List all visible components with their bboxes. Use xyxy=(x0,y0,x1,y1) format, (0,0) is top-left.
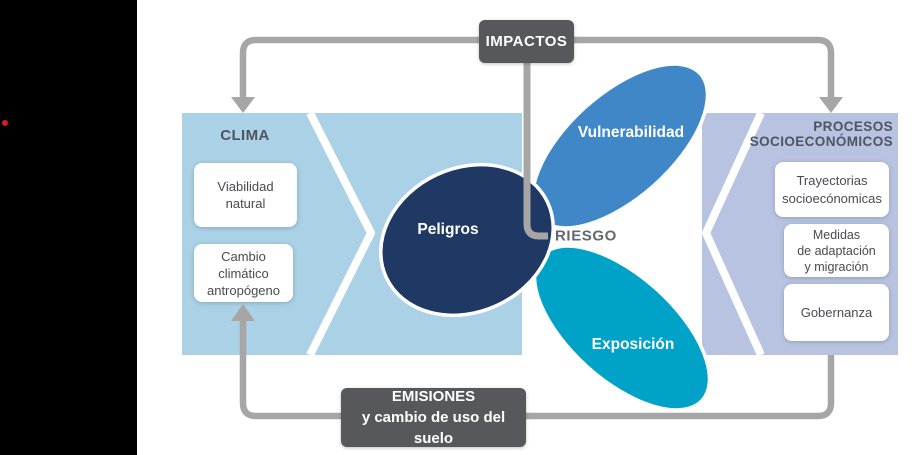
clima-panel-title: CLIMA xyxy=(220,127,270,144)
card-viabilidad-label: Viabilidad natural xyxy=(217,179,274,211)
red-marker-dot xyxy=(2,120,8,126)
hazards-ellipse xyxy=(379,162,555,318)
impactos-box: IMPACTOS xyxy=(479,20,574,63)
card-cambio-climatico: Cambio climático antropógeno xyxy=(194,244,293,302)
arrowhead-down-right-icon xyxy=(819,97,843,113)
arrowhead-up-icon xyxy=(231,304,255,321)
clima-chevron-right-icon xyxy=(306,111,375,357)
vulnerability-label: Vulnerabilidad xyxy=(577,124,685,141)
card-gobernanza: Gobernanza xyxy=(784,284,889,341)
card-trayectorias-label: Trayectorias socioecónomicas xyxy=(782,172,882,206)
card-medidas-label: Medidas de adaptación y migración xyxy=(797,227,876,274)
exposure-label: Exposición xyxy=(591,336,675,353)
procesos-panel-title: PROCESOS SOCIOECONÓMICOS xyxy=(749,119,893,149)
emisiones-label: EMISIONES y cambio de uso del suelo xyxy=(361,388,506,447)
card-gobernanza-label: Gobernanza xyxy=(800,305,873,320)
hazards-label: Peligros xyxy=(417,221,479,238)
riesgo-label: RIESGO xyxy=(555,227,617,245)
impactos-label: IMPACTOS xyxy=(485,33,568,50)
riesgo-connector xyxy=(523,63,548,240)
emisiones-box: EMISIONES y cambio de uso del suelo xyxy=(341,388,526,447)
card-viabilidad-natural: Viabilidad natural xyxy=(194,163,297,227)
arrowhead-down-left-icon xyxy=(231,97,255,113)
card-trayectorias: Trayectorias socioecónomicas xyxy=(775,162,889,217)
procesos-chevron-left-icon xyxy=(702,111,765,357)
card-cambio-label: Cambio climático antropógeno xyxy=(206,248,280,298)
letterbox-panel xyxy=(0,0,137,455)
card-medidas-adaptacion: Medidas de adaptación y migración xyxy=(784,224,889,277)
bottom-connector xyxy=(239,318,835,420)
